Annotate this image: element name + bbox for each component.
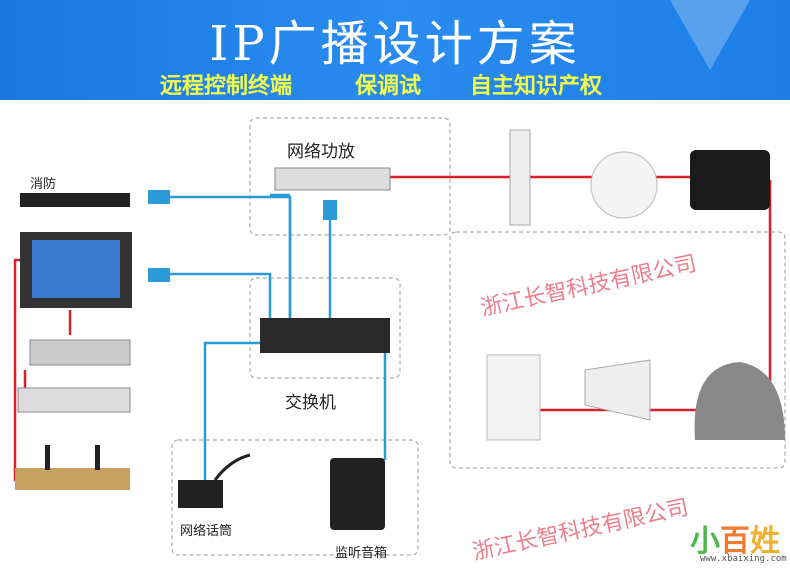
switch-zone xyxy=(249,277,401,379)
network-microphone xyxy=(178,480,223,508)
fire-alarm-unit xyxy=(20,193,130,207)
wireless-mic-receiver xyxy=(15,468,130,490)
subtitle-1: 远程控制终端 xyxy=(160,74,293,99)
decor-triangle xyxy=(670,0,750,70)
connector xyxy=(148,190,170,204)
connector xyxy=(323,200,337,220)
subtitle-2: 保调试 xyxy=(355,74,422,99)
amp-zone xyxy=(249,117,451,236)
network-switch xyxy=(260,318,390,353)
logo: 小百姓 xyxy=(690,524,780,559)
network-amplifier xyxy=(274,167,391,191)
mic-label: 网络话筒 xyxy=(180,524,233,539)
wall-speaker xyxy=(690,150,770,210)
media-player xyxy=(17,387,131,413)
speaker-zone xyxy=(449,231,786,469)
computer-screen xyxy=(32,240,120,298)
zone-boxes xyxy=(171,117,786,556)
wall-box-speaker xyxy=(486,354,541,441)
horn-speaker xyxy=(584,359,651,421)
page-title: IP广播设计方案 xyxy=(209,16,581,72)
switch-label: 交换机 xyxy=(285,393,336,413)
column-speaker xyxy=(509,129,531,226)
terminal-zone xyxy=(171,439,419,556)
amp-label: 网络功放 xyxy=(287,142,355,162)
monitor-speaker xyxy=(330,458,385,530)
red-lines xyxy=(13,175,772,482)
connector xyxy=(148,268,170,282)
preamp xyxy=(29,339,131,366)
mic-2 xyxy=(95,445,100,470)
fire-label: 消防 xyxy=(30,177,57,192)
devices xyxy=(15,129,785,530)
ceiling-speaker xyxy=(590,151,658,219)
monitor-label: 监听音箱 xyxy=(335,546,388,561)
rock-speaker xyxy=(694,362,785,440)
subtitle-3: 自主知识产权 xyxy=(470,74,603,99)
mic-gooseneck xyxy=(213,453,251,481)
site-url: www.xbaixing.com xyxy=(700,554,787,564)
header-banner: IP广播设计方案 远程控制终端 保调试 自主知识产权 xyxy=(0,0,790,100)
blue-lines xyxy=(170,193,387,480)
mic-1 xyxy=(45,445,50,470)
